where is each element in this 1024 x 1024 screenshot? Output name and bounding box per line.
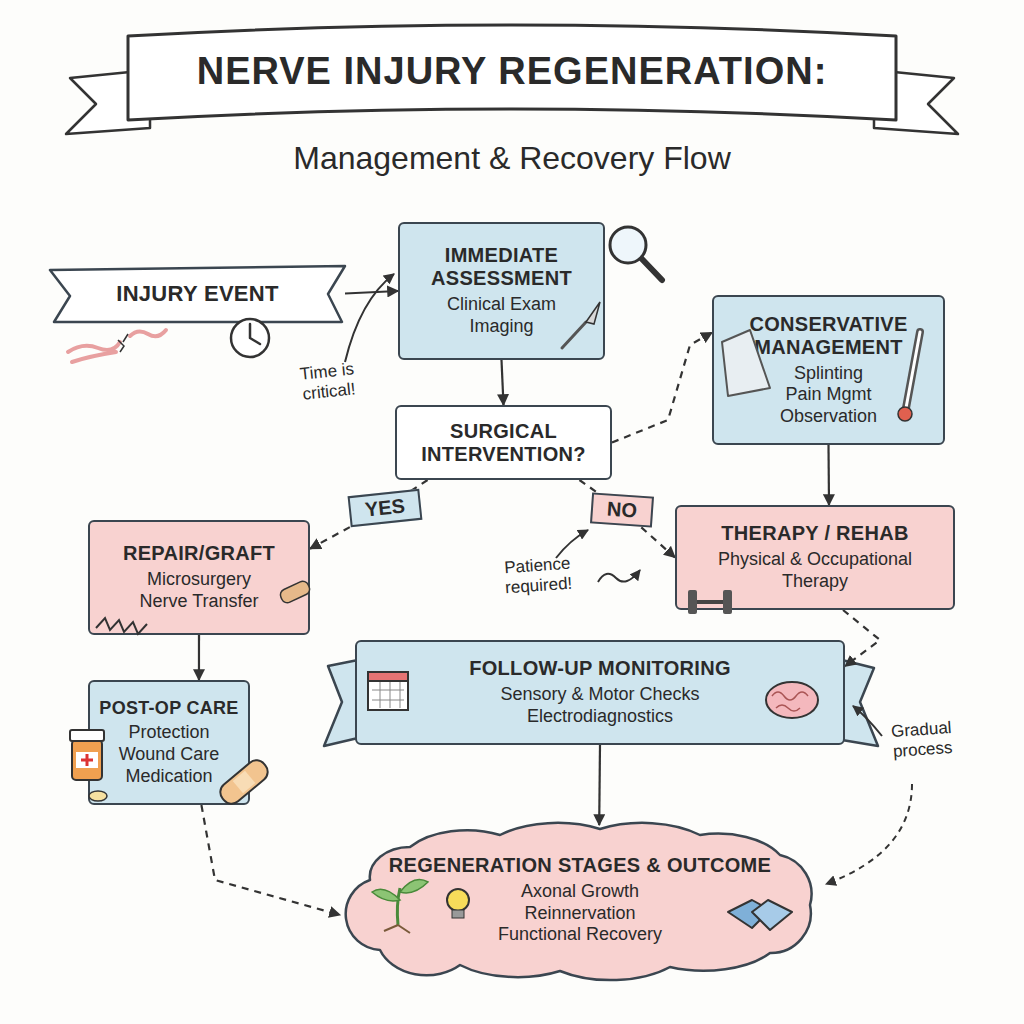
node-heading: REPAIR/GRAFT: [123, 542, 275, 565]
node-body: Clinical Exam Imaging: [432, 294, 572, 337]
note-text: Gradual process: [871, 717, 973, 763]
node-body: Microsurgery Nerve Transfer: [124, 569, 274, 612]
flow-arrow: [201, 805, 340, 915]
node-body: Protection Wound Care Medication: [114, 722, 224, 787]
node-heading: IMMEDIATE ASSESSMENT: [404, 244, 599, 290]
flow-arrow: [345, 291, 398, 294]
note-text: Patience required!: [491, 553, 586, 598]
flow-arrow: [598, 745, 601, 825]
note-text: Time is critical!: [280, 357, 376, 405]
outcome-cloud: REGENERATION STAGES & OUTCOME Axonal Grow…: [340, 825, 820, 975]
node-heading: CONSERVATIVE MANAGEMENT: [718, 313, 939, 359]
flow-arrow: [612, 333, 712, 443]
node-heading: POST-OP CARE: [99, 698, 238, 719]
process-box: POST-OP CARE Protection Wound Care Medica…: [88, 680, 250, 805]
node-heading: SURGICAL INTERVENTION?: [401, 420, 606, 466]
node-heading: REGENERATION STAGES & OUTCOME: [389, 854, 771, 877]
band-tails: [842, 660, 878, 746]
banner-outline: [50, 266, 345, 322]
flow-arrow: [198, 635, 200, 680]
band-box: FOLLOW-UP MONITORING Sensory & Motor Chec…: [355, 640, 845, 745]
node-heading: FOLLOW-UP MONITORING: [469, 657, 731, 680]
note-leader: [826, 784, 912, 884]
note-leader: [345, 274, 394, 362]
flow-arrow: [502, 360, 504, 405]
node-body: Physical & Occupational Therapy: [708, 549, 923, 592]
title-banner: [66, 25, 958, 134]
nerve-icon: [118, 334, 128, 352]
flow-arrow: [827, 445, 830, 505]
title-banner: [874, 70, 958, 134]
flow-arrow: [843, 610, 880, 666]
flow-arrow: [310, 480, 428, 549]
clock-icon: [231, 319, 269, 357]
title-text: NERVE INJURY REGENERATION:: [122, 50, 902, 93]
flow-arrow: [579, 480, 675, 558]
note-leader: [598, 570, 640, 582]
edge-label: NO: [590, 492, 654, 527]
node-body: Splinting Pain Mgmt Observation: [777, 363, 881, 428]
decision-box: SURGICAL INTERVENTION?: [395, 405, 612, 480]
process-box: REPAIR/GRAFT Microsurgery Nerve Transfer: [88, 520, 310, 635]
nerve-icon: [68, 330, 166, 362]
node-body: Axonal Growth Reinnervation Functional R…: [485, 881, 675, 946]
process-box: CONSERVATIVE MANAGEMENTSplinting Pain Mg…: [712, 295, 945, 445]
subtitle-text: Management & Recovery Flow: [0, 140, 1024, 177]
clock-icon: [250, 324, 260, 344]
node-heading: THERAPY / REHAB: [721, 522, 909, 545]
magnifier-icon: [610, 227, 646, 263]
process-box: THERAPY / REHAB Physical & Occupational T…: [675, 505, 955, 610]
title-banner: [66, 70, 150, 134]
process-box: IMMEDIATE ASSESSMENTClinical Exam Imagin…: [398, 222, 605, 360]
magnifier-icon: [641, 258, 662, 280]
node-body: Sensory & Motor Checks Electrodiagnostic…: [470, 684, 730, 727]
nerve-icon: [68, 330, 166, 362]
event-banner: INJURY EVENT: [50, 262, 345, 325]
edge-label: YES: [348, 489, 423, 527]
cloud-outline: [346, 823, 812, 980]
band-tails: [324, 660, 358, 746]
note-leader: [853, 706, 882, 736]
magnifier-icon: [610, 227, 662, 280]
node-heading: INJURY EVENT: [116, 281, 279, 306]
clock-icon: [231, 319, 269, 357]
